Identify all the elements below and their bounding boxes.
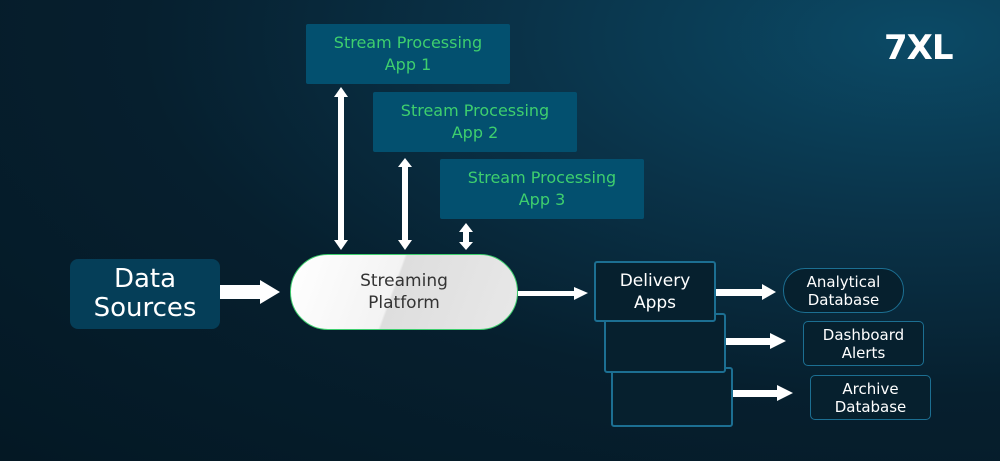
arrow-delivery-dashboard <box>726 333 786 349</box>
output-line1: Analytical <box>806 272 881 291</box>
app-title: Stream Processing <box>333 33 483 52</box>
output-line1: Archive <box>842 379 899 398</box>
platform-line1: Streaming <box>360 271 448 291</box>
arrow-app1-platform <box>334 87 348 250</box>
delivery-line1: Delivery <box>619 270 691 291</box>
output-line2: Database <box>834 397 907 416</box>
stream-processing-app-2: Stream Processing App 2 <box>373 92 577 152</box>
delivery-app-stack-2 <box>604 313 726 373</box>
data-sources-line1: Data <box>113 264 177 294</box>
platform-line2: Platform <box>368 293 440 313</box>
output-line2: Alerts <box>841 343 886 362</box>
brand-logo: 7XL <box>884 28 954 68</box>
stream-processing-app-3: Stream Processing App 3 <box>440 159 644 219</box>
arrow-delivery-analytical <box>716 284 776 300</box>
arrow-sources-platform <box>220 280 280 304</box>
app-number: App 2 <box>451 123 499 142</box>
arrow-app3-platform <box>459 223 473 250</box>
arrow-delivery-archive <box>733 385 793 401</box>
app-number: App 1 <box>384 55 432 74</box>
streaming-platform: Streaming Platform <box>290 254 518 330</box>
dashboard-alerts: Dashboard Alerts <box>803 321 924 366</box>
arrow-app2-platform <box>398 158 412 250</box>
arrow-platform-delivery <box>518 287 588 300</box>
app-title: Stream Processing <box>467 168 617 187</box>
archive-database: Archive Database <box>810 375 931 420</box>
analytical-database: Analytical Database <box>783 268 904 313</box>
output-line1: Dashboard <box>822 325 905 344</box>
app-number: App 3 <box>518 190 566 209</box>
output-line2: Database <box>807 290 880 309</box>
app-title: Stream Processing <box>400 101 550 120</box>
delivery-app-stack-3 <box>611 367 733 427</box>
data-sources-box: Data Sources <box>70 259 220 329</box>
stream-processing-app-1: Stream Processing App 1 <box>306 24 510 84</box>
delivery-line2: Apps <box>633 292 677 313</box>
delivery-apps-box: Delivery Apps <box>594 261 716 322</box>
data-sources-line2: Sources <box>93 293 197 323</box>
